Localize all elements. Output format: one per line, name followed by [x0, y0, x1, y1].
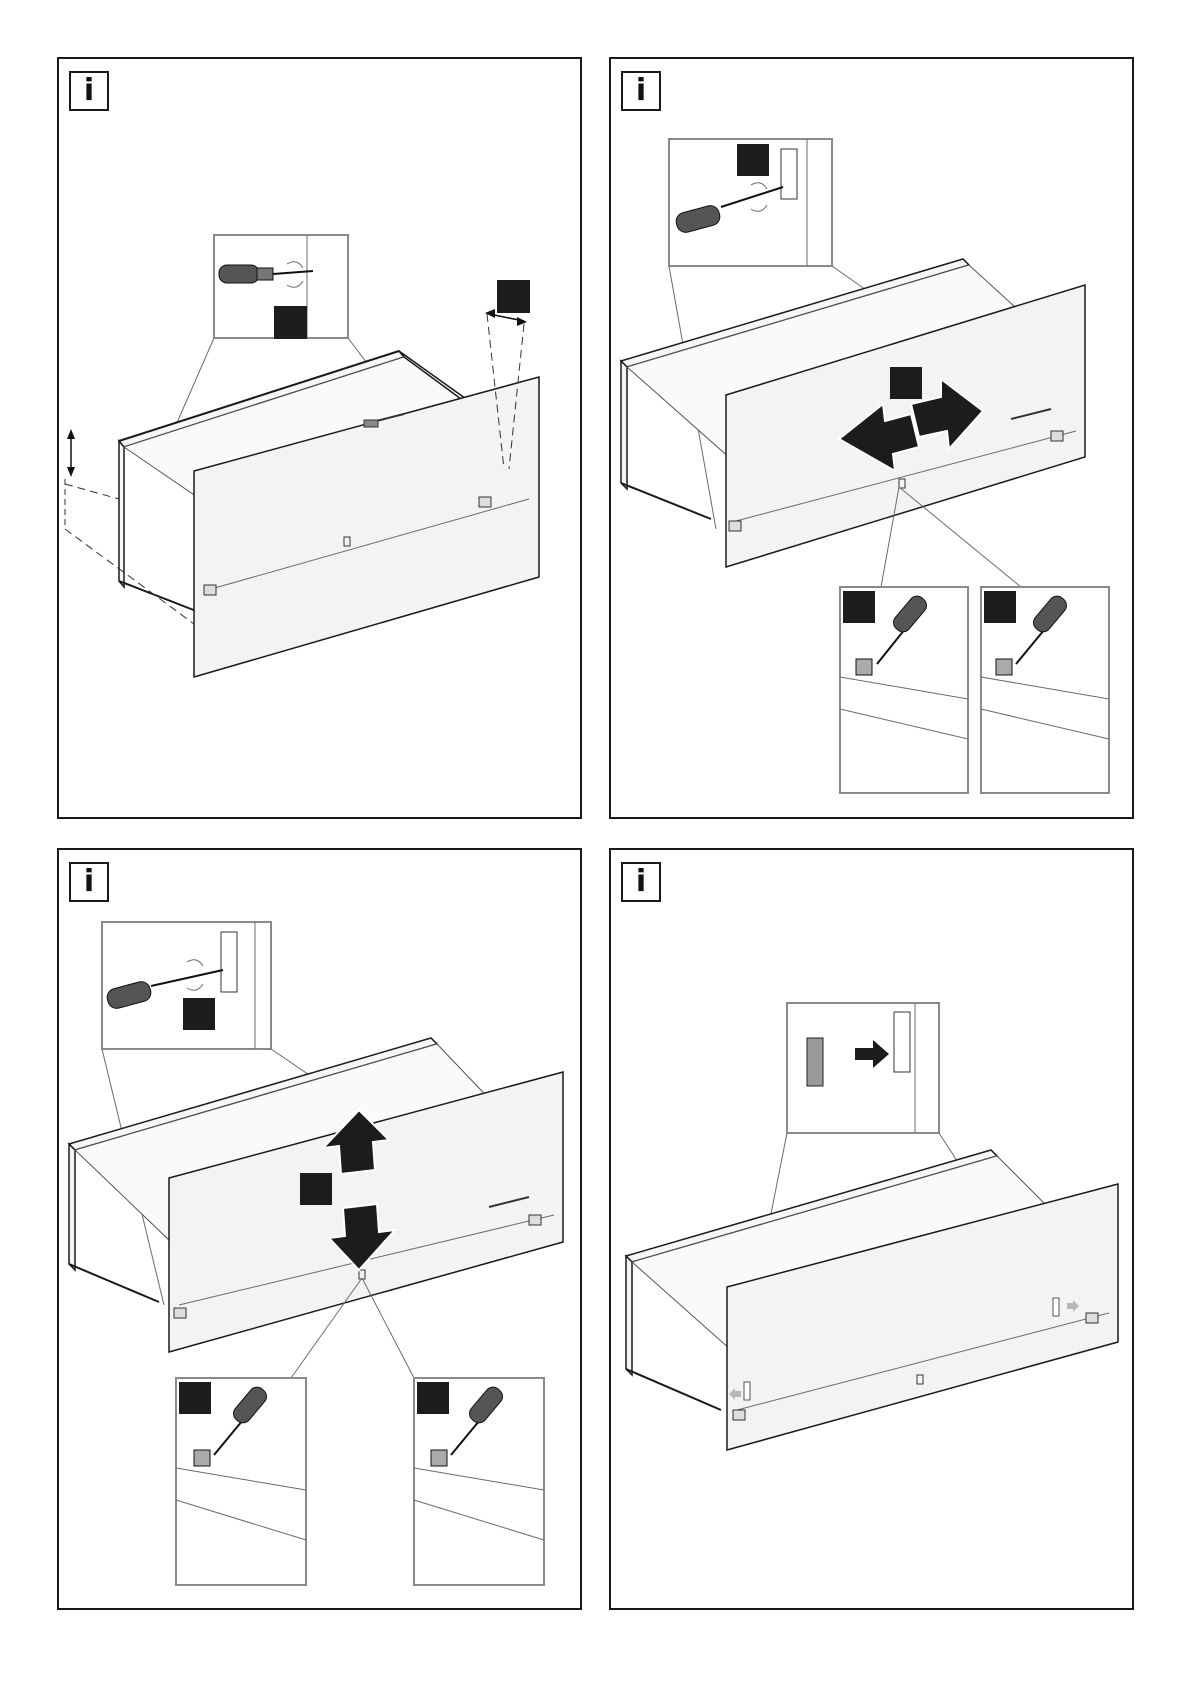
step-marker — [843, 591, 875, 623]
step-marker — [890, 367, 922, 399]
panel-bottom-right: i — [609, 848, 1134, 1610]
panel-top-left: i — [57, 57, 582, 819]
step-marker — [183, 998, 215, 1030]
step-marker — [274, 306, 307, 339]
step-marker — [179, 1382, 211, 1414]
step-marker — [417, 1382, 449, 1414]
drawer-illustration — [611, 850, 1132, 1608]
step-marker — [497, 280, 530, 313]
step-marker — [984, 591, 1016, 623]
step-marker — [737, 144, 769, 176]
drawer-illustration — [611, 59, 1132, 817]
step-marker — [300, 1173, 332, 1205]
drawer-illustration — [59, 850, 580, 1608]
adhesive-pad — [807, 1038, 823, 1086]
panel-top-right: i — [609, 57, 1134, 819]
panel-bottom-left: i — [57, 848, 582, 1610]
drawer-illustration — [59, 59, 580, 817]
